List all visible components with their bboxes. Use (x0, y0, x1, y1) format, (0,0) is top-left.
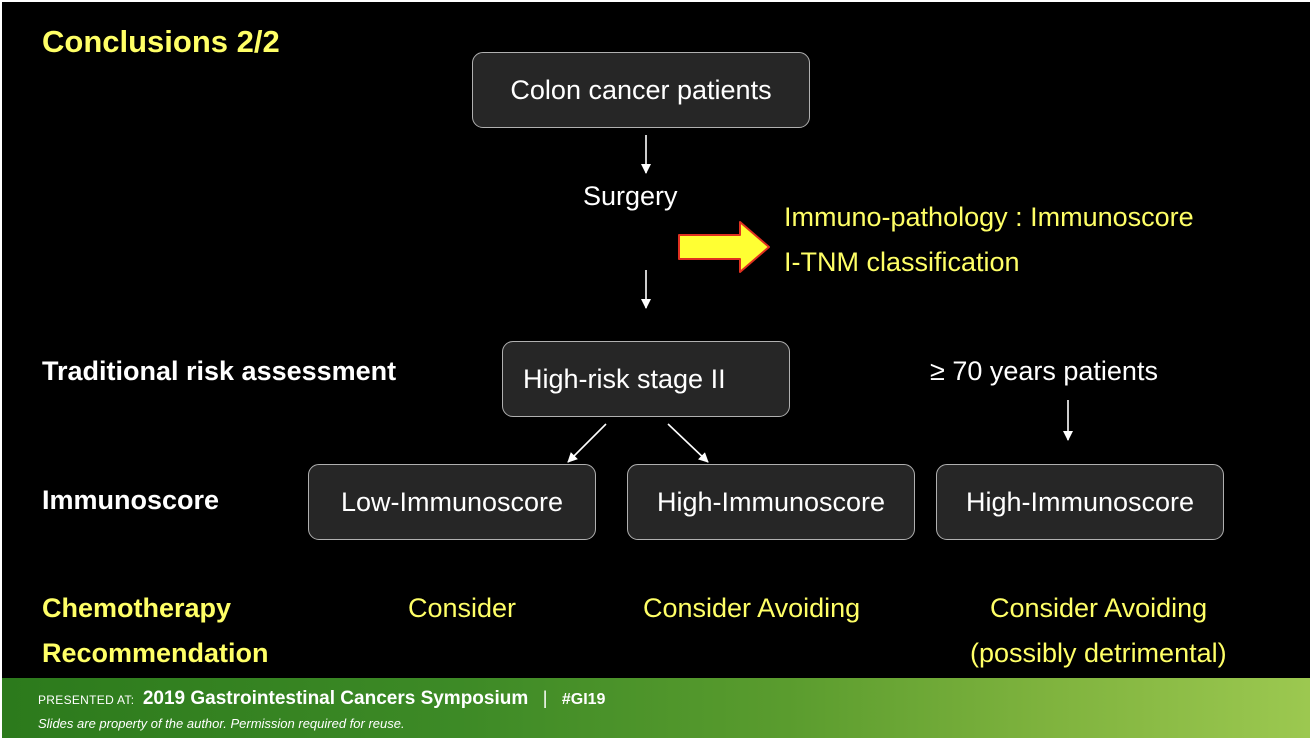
footer-hashtag: #GI19 (561, 691, 606, 708)
recommendation-elderly-consider-avoiding: Consider Avoiding (990, 593, 1208, 623)
recommendation-possibly-detrimental: (possibly detrimental) (970, 638, 1227, 668)
high-immunoscore-elderly-label: High-Immunoscore (965, 486, 1195, 517)
colon-cancer-patients-label: Colon cancer patients (510, 74, 772, 105)
surgery-label: Surgery (583, 181, 678, 211)
yellow-block-arrow-icon (678, 221, 770, 273)
chemotherapy-label: Chemotherapy (42, 593, 232, 623)
elderly-patients-label: ≥ 70 years patients (930, 356, 1158, 386)
footer-disclaimer: Slides are property of the author. Permi… (38, 716, 405, 731)
recommendation-consider-avoiding: Consider Avoiding (643, 593, 861, 623)
arrow-to-high-immunoscore (667, 423, 709, 463)
low-immunoscore-box: Low-Immunoscore (308, 464, 596, 540)
footer-banner: PRESENTED AT: 2019 Gastrointestinal Canc… (2, 678, 1310, 738)
recommendation-label: Recommendation (42, 638, 269, 668)
footer-symposium-line: PRESENTED AT: 2019 Gastrointestinal Canc… (38, 688, 605, 710)
slide-title: Conclusions 2/2 (42, 24, 280, 59)
high-immunoscore-label: High-Immunoscore (656, 486, 886, 517)
connector-arrows (567, 135, 1073, 463)
footer-separator: | (542, 688, 548, 708)
traditional-risk-assessment-label: Traditional risk assessment (42, 356, 397, 386)
low-immunoscore-label: Low-Immunoscore (340, 486, 564, 517)
immunoscore-row-label: Immunoscore (42, 485, 220, 515)
high-risk-stage-ii-label: High-risk stage II (523, 363, 726, 394)
high-immunoscore-elderly-box: High-Immunoscore (936, 464, 1224, 540)
footer-symposium-name: 2019 Gastrointestinal Cancers Symposium (142, 688, 529, 709)
footer-presented-at: PRESENTED AT: (38, 693, 135, 707)
colon-cancer-patients-box: Colon cancer patients (472, 52, 810, 128)
i-tnm-classification-label: I-TNM classification (784, 247, 1020, 277)
recommendation-consider: Consider (408, 593, 517, 623)
immuno-pathology-label: Immuno-pathology : Immunoscore (784, 202, 1194, 232)
high-risk-stage-ii-box: High-risk stage II (502, 341, 790, 417)
arrow-to-low-immunoscore (567, 423, 607, 463)
high-immunoscore-box: High-Immunoscore (627, 464, 915, 540)
